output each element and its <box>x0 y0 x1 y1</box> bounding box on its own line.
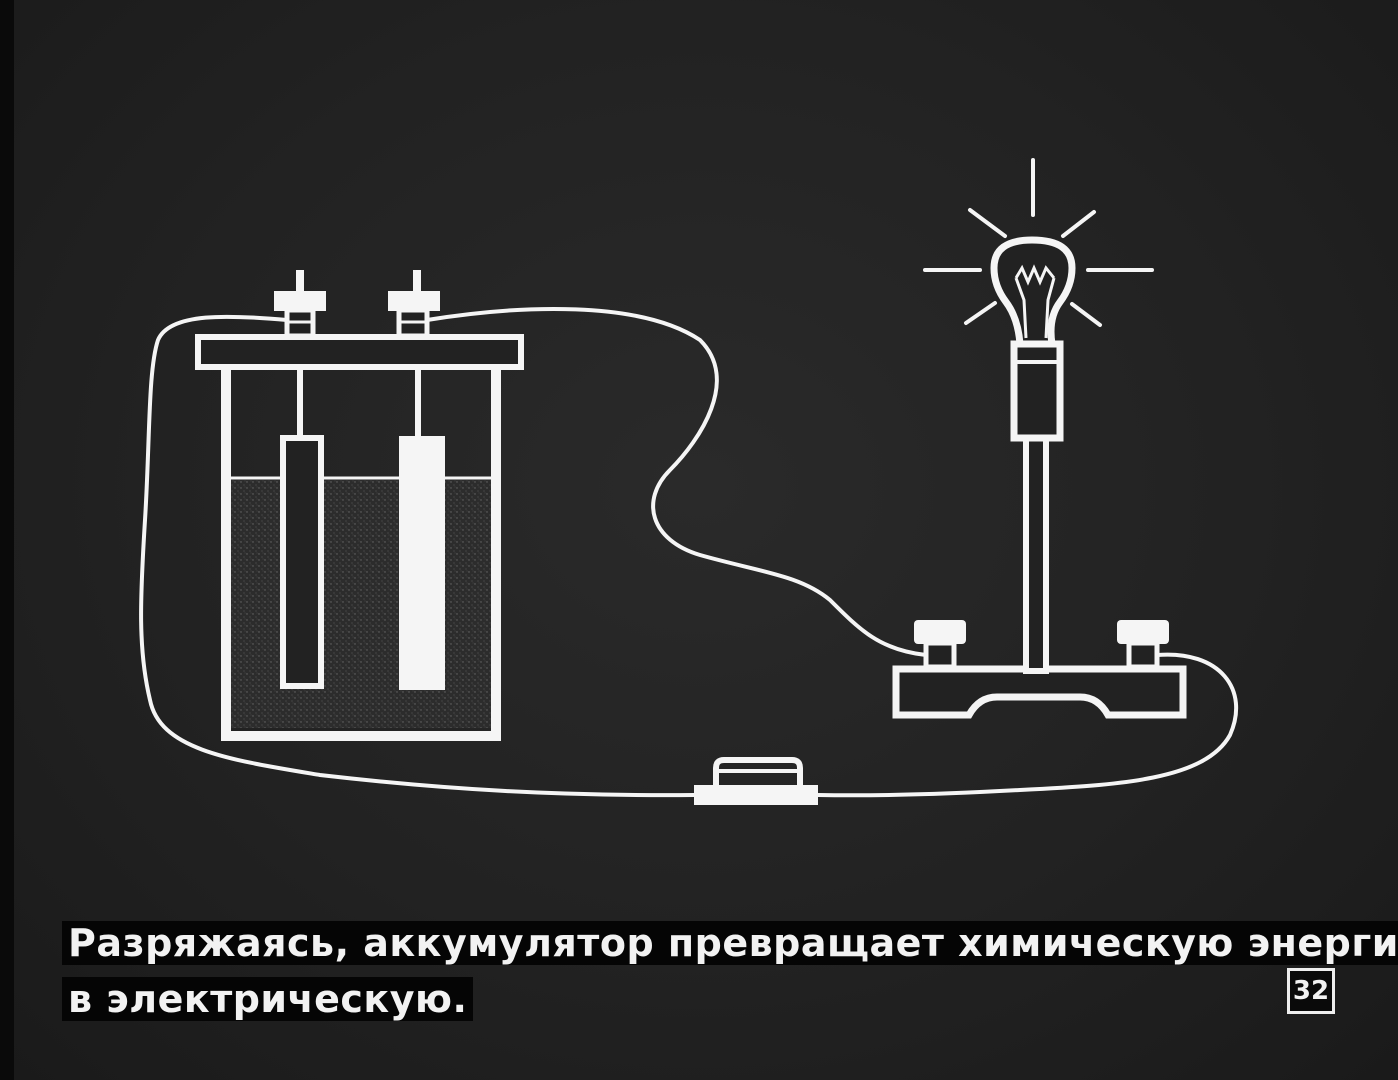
electrolyte <box>230 480 492 728</box>
accumulator-cell <box>195 270 524 741</box>
light-bulb-stand <box>892 158 1187 719</box>
switch <box>694 757 818 805</box>
terminal-left <box>274 270 326 339</box>
caption-line-2: в электрическую. <box>62 977 474 1021</box>
lamp-socket <box>1010 340 1064 442</box>
connecting-wire <box>139 307 1239 798</box>
terminal-right <box>388 270 440 339</box>
light-bulb-icon <box>990 236 1076 348</box>
film-edge <box>0 0 14 1080</box>
page-number: 32 <box>1287 968 1335 1014</box>
negative-plate <box>280 435 324 689</box>
base-terminal-right <box>1117 620 1169 670</box>
jar-outline <box>221 364 501 741</box>
slide-caption: Разряжаясь, аккумулятор превращает химич… <box>62 915 1398 1027</box>
positive-plate <box>399 436 445 690</box>
lamp-pole <box>1023 435 1049 674</box>
light-rays <box>923 158 1154 327</box>
base-terminal-left <box>914 620 966 670</box>
jar-lid <box>195 334 524 370</box>
lamp-base <box>892 665 1187 719</box>
caption-line-1: Разряжаясь, аккумулятор превращает химич… <box>62 921 1398 965</box>
